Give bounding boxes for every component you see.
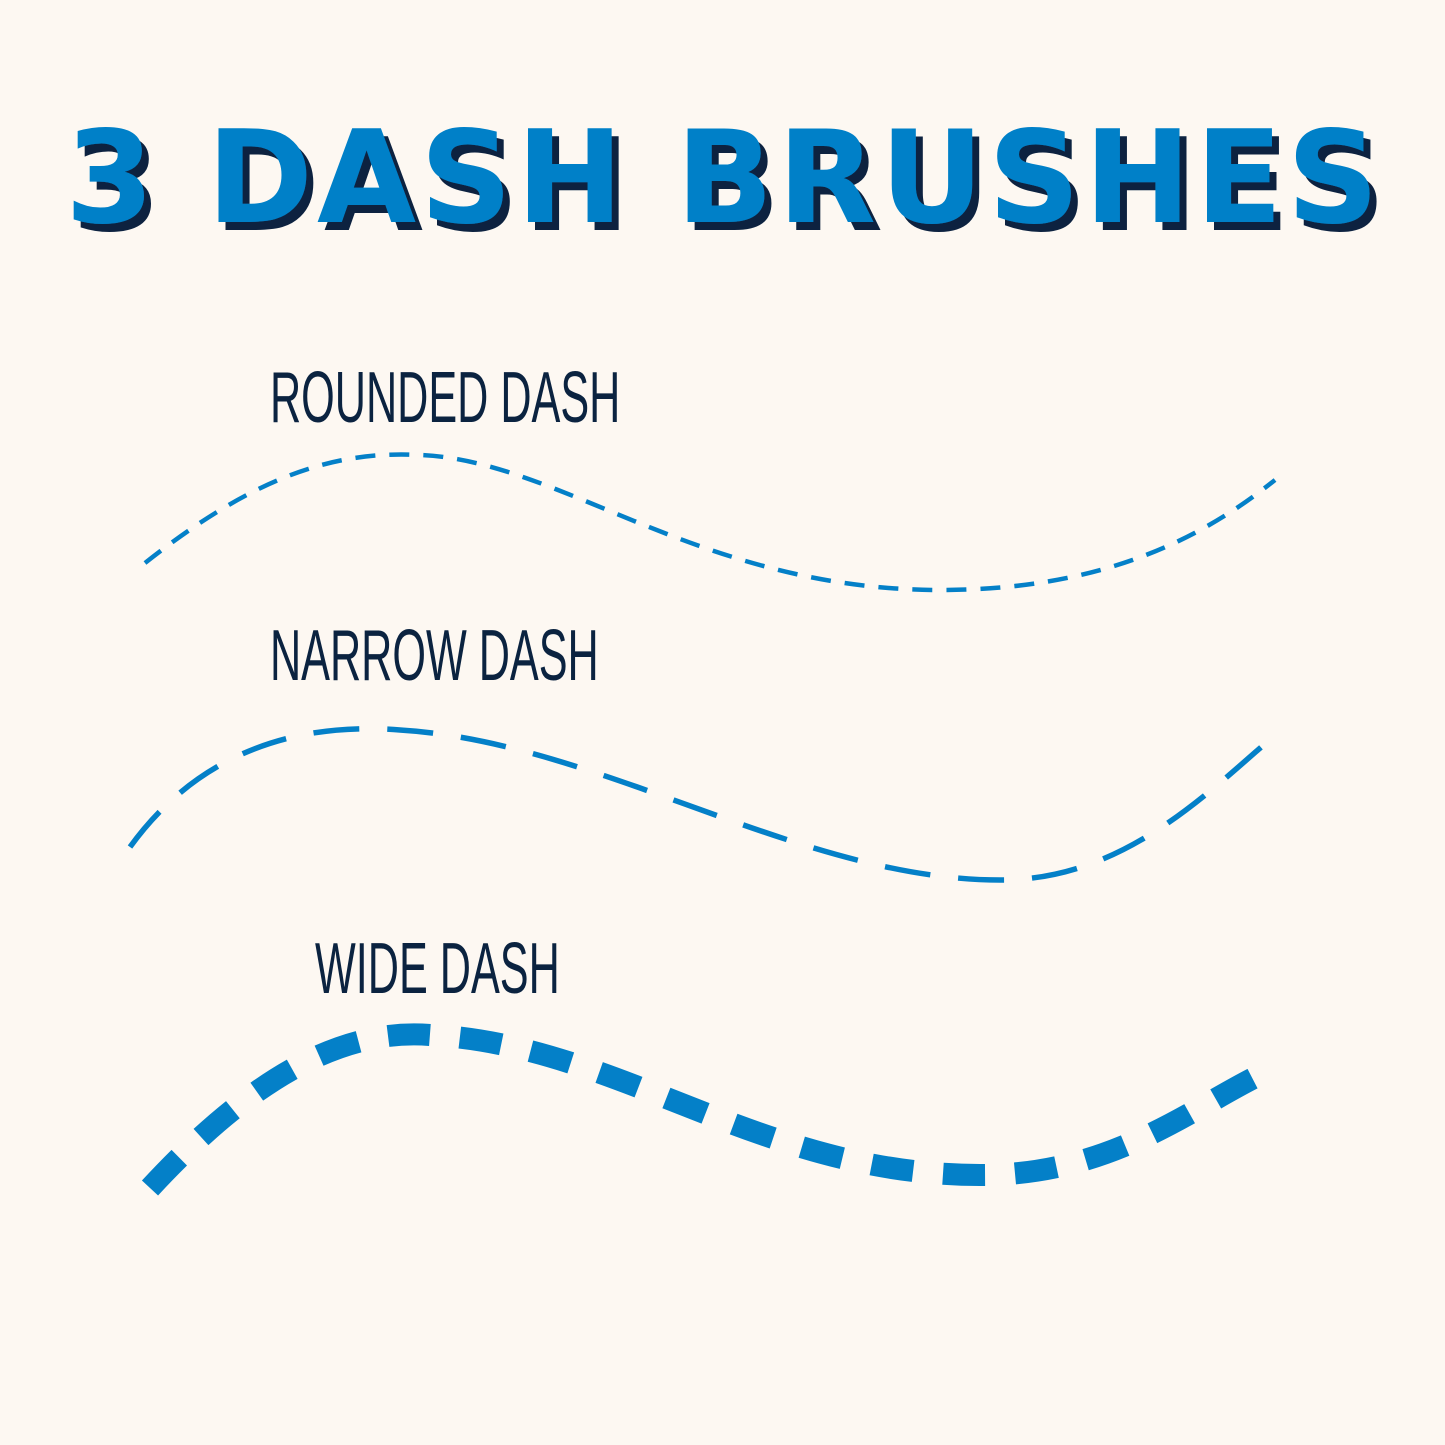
title-text: 3 DASH BRUSHES (65, 104, 1383, 253)
page-title: 3 DASH BRUSHES (65, 104, 1383, 253)
wide-dash-stroke (141, 1023, 1280, 1196)
wide-dash-label: WIDE DASH (315, 928, 560, 1009)
narrow-dash-label: NARROW DASH (270, 615, 599, 696)
rounded-dash-stroke (143, 452, 1277, 593)
rounded-dash-label: ROUNDED DASH (270, 357, 620, 438)
narrow-dash-stroke (127, 725, 1277, 883)
